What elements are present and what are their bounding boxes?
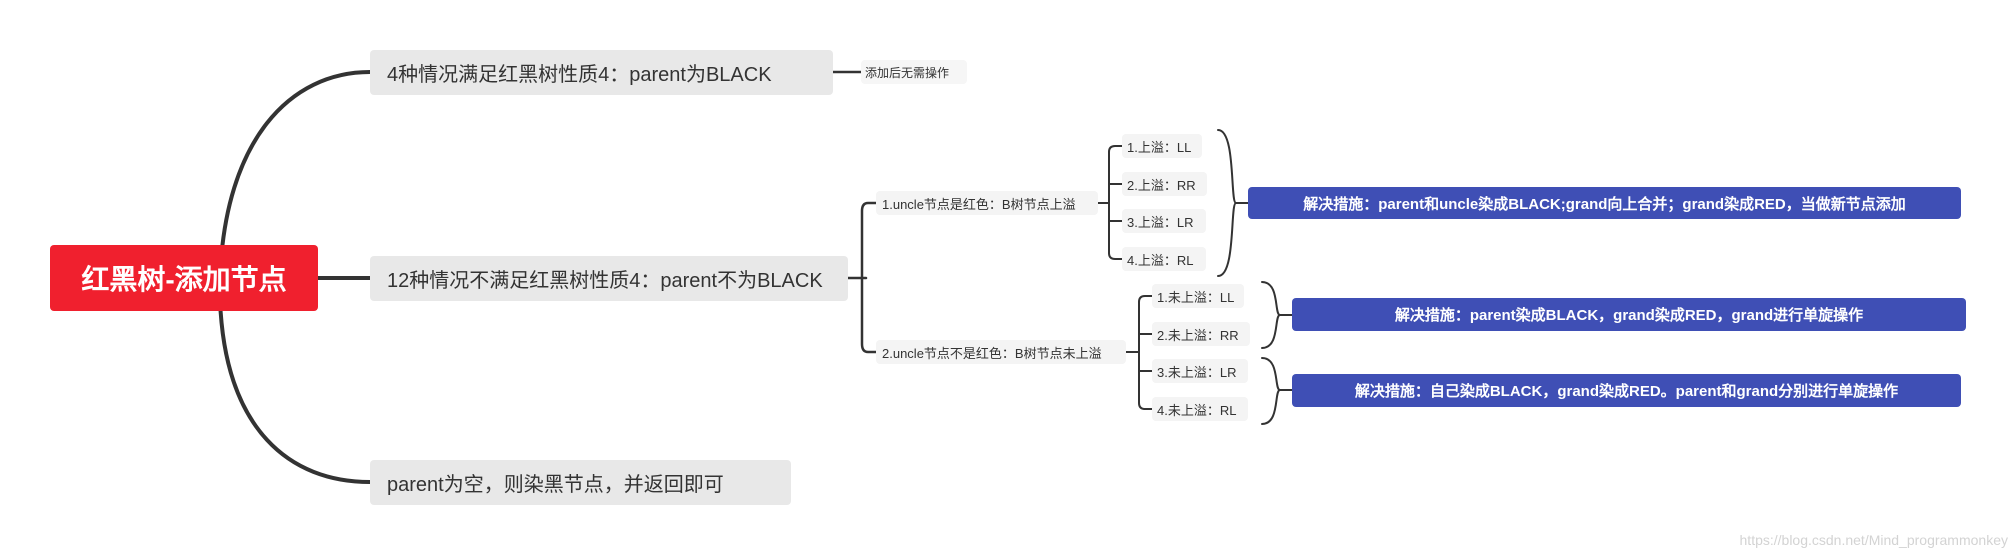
- watermark-text: https://blog.csdn.net/Mind_programmonkey: [1739, 532, 2008, 548]
- no-overflow-lr-item[interactable]: 3.未上溢：LR: [1152, 359, 1248, 383]
- root-node[interactable]: 红黑树-添加节点: [50, 245, 318, 311]
- no-overflow-rl-item[interactable]: 4.未上溢：RL: [1152, 397, 1248, 421]
- no-overflow-ll-item[interactable]: 1.未上溢：LL: [1152, 284, 1244, 308]
- summary-brace-3: [1261, 357, 1281, 425]
- overflow-rl-item[interactable]: 4.上溢：RL: [1122, 247, 1206, 271]
- overflow-lr-item[interactable]: 3.上溢：LR: [1122, 209, 1206, 233]
- uncle-not-red-case[interactable]: 2.uncle节点不是红色：B树节点未上溢: [876, 340, 1126, 364]
- summary-brace-1: [1217, 129, 1237, 277]
- no-overflow-rr-item[interactable]: 2.未上溢：RR: [1152, 322, 1250, 346]
- connector-root-branch-1: [218, 70, 372, 280]
- note-no-operation[interactable]: 添加后无需操作: [861, 60, 967, 84]
- uncle-red-case[interactable]: 1.uncle节点是红色：B树节点上溢: [876, 191, 1098, 215]
- branch-parent-empty[interactable]: parent为空，则染黑节点，并返回即可: [370, 460, 791, 505]
- solution-single-rotation[interactable]: 解决措施：parent染成BLACK，grand染成RED，grand进行单旋操…: [1292, 298, 1966, 331]
- overflow-ll-item[interactable]: 1.上溢：LL: [1122, 134, 1202, 158]
- summary-brace-2: [1261, 281, 1281, 349]
- connector-root-branch-3: [218, 298, 372, 484]
- branch-parent-not-black[interactable]: 12种情况不满足红黑树性质4：parent不为BLACK: [370, 256, 848, 301]
- connector-case-1-bracket: [1108, 145, 1123, 260]
- solution-double-rotation[interactable]: 解决措施：自己染成BLACK，grand染成RED。parent和grand分别…: [1292, 374, 1961, 407]
- solution-overflow[interactable]: 解决措施：parent和uncle染成BLACK;grand向上合并；grand…: [1248, 187, 1961, 219]
- branch-parent-black[interactable]: 4种情况满足红黑树性质4：parent为BLACK: [370, 50, 833, 95]
- connector-uncle-bracket: [860, 201, 878, 354]
- overflow-rr-item[interactable]: 2.上溢：RR: [1122, 172, 1207, 196]
- connector-case-2-bracket: [1138, 295, 1153, 410]
